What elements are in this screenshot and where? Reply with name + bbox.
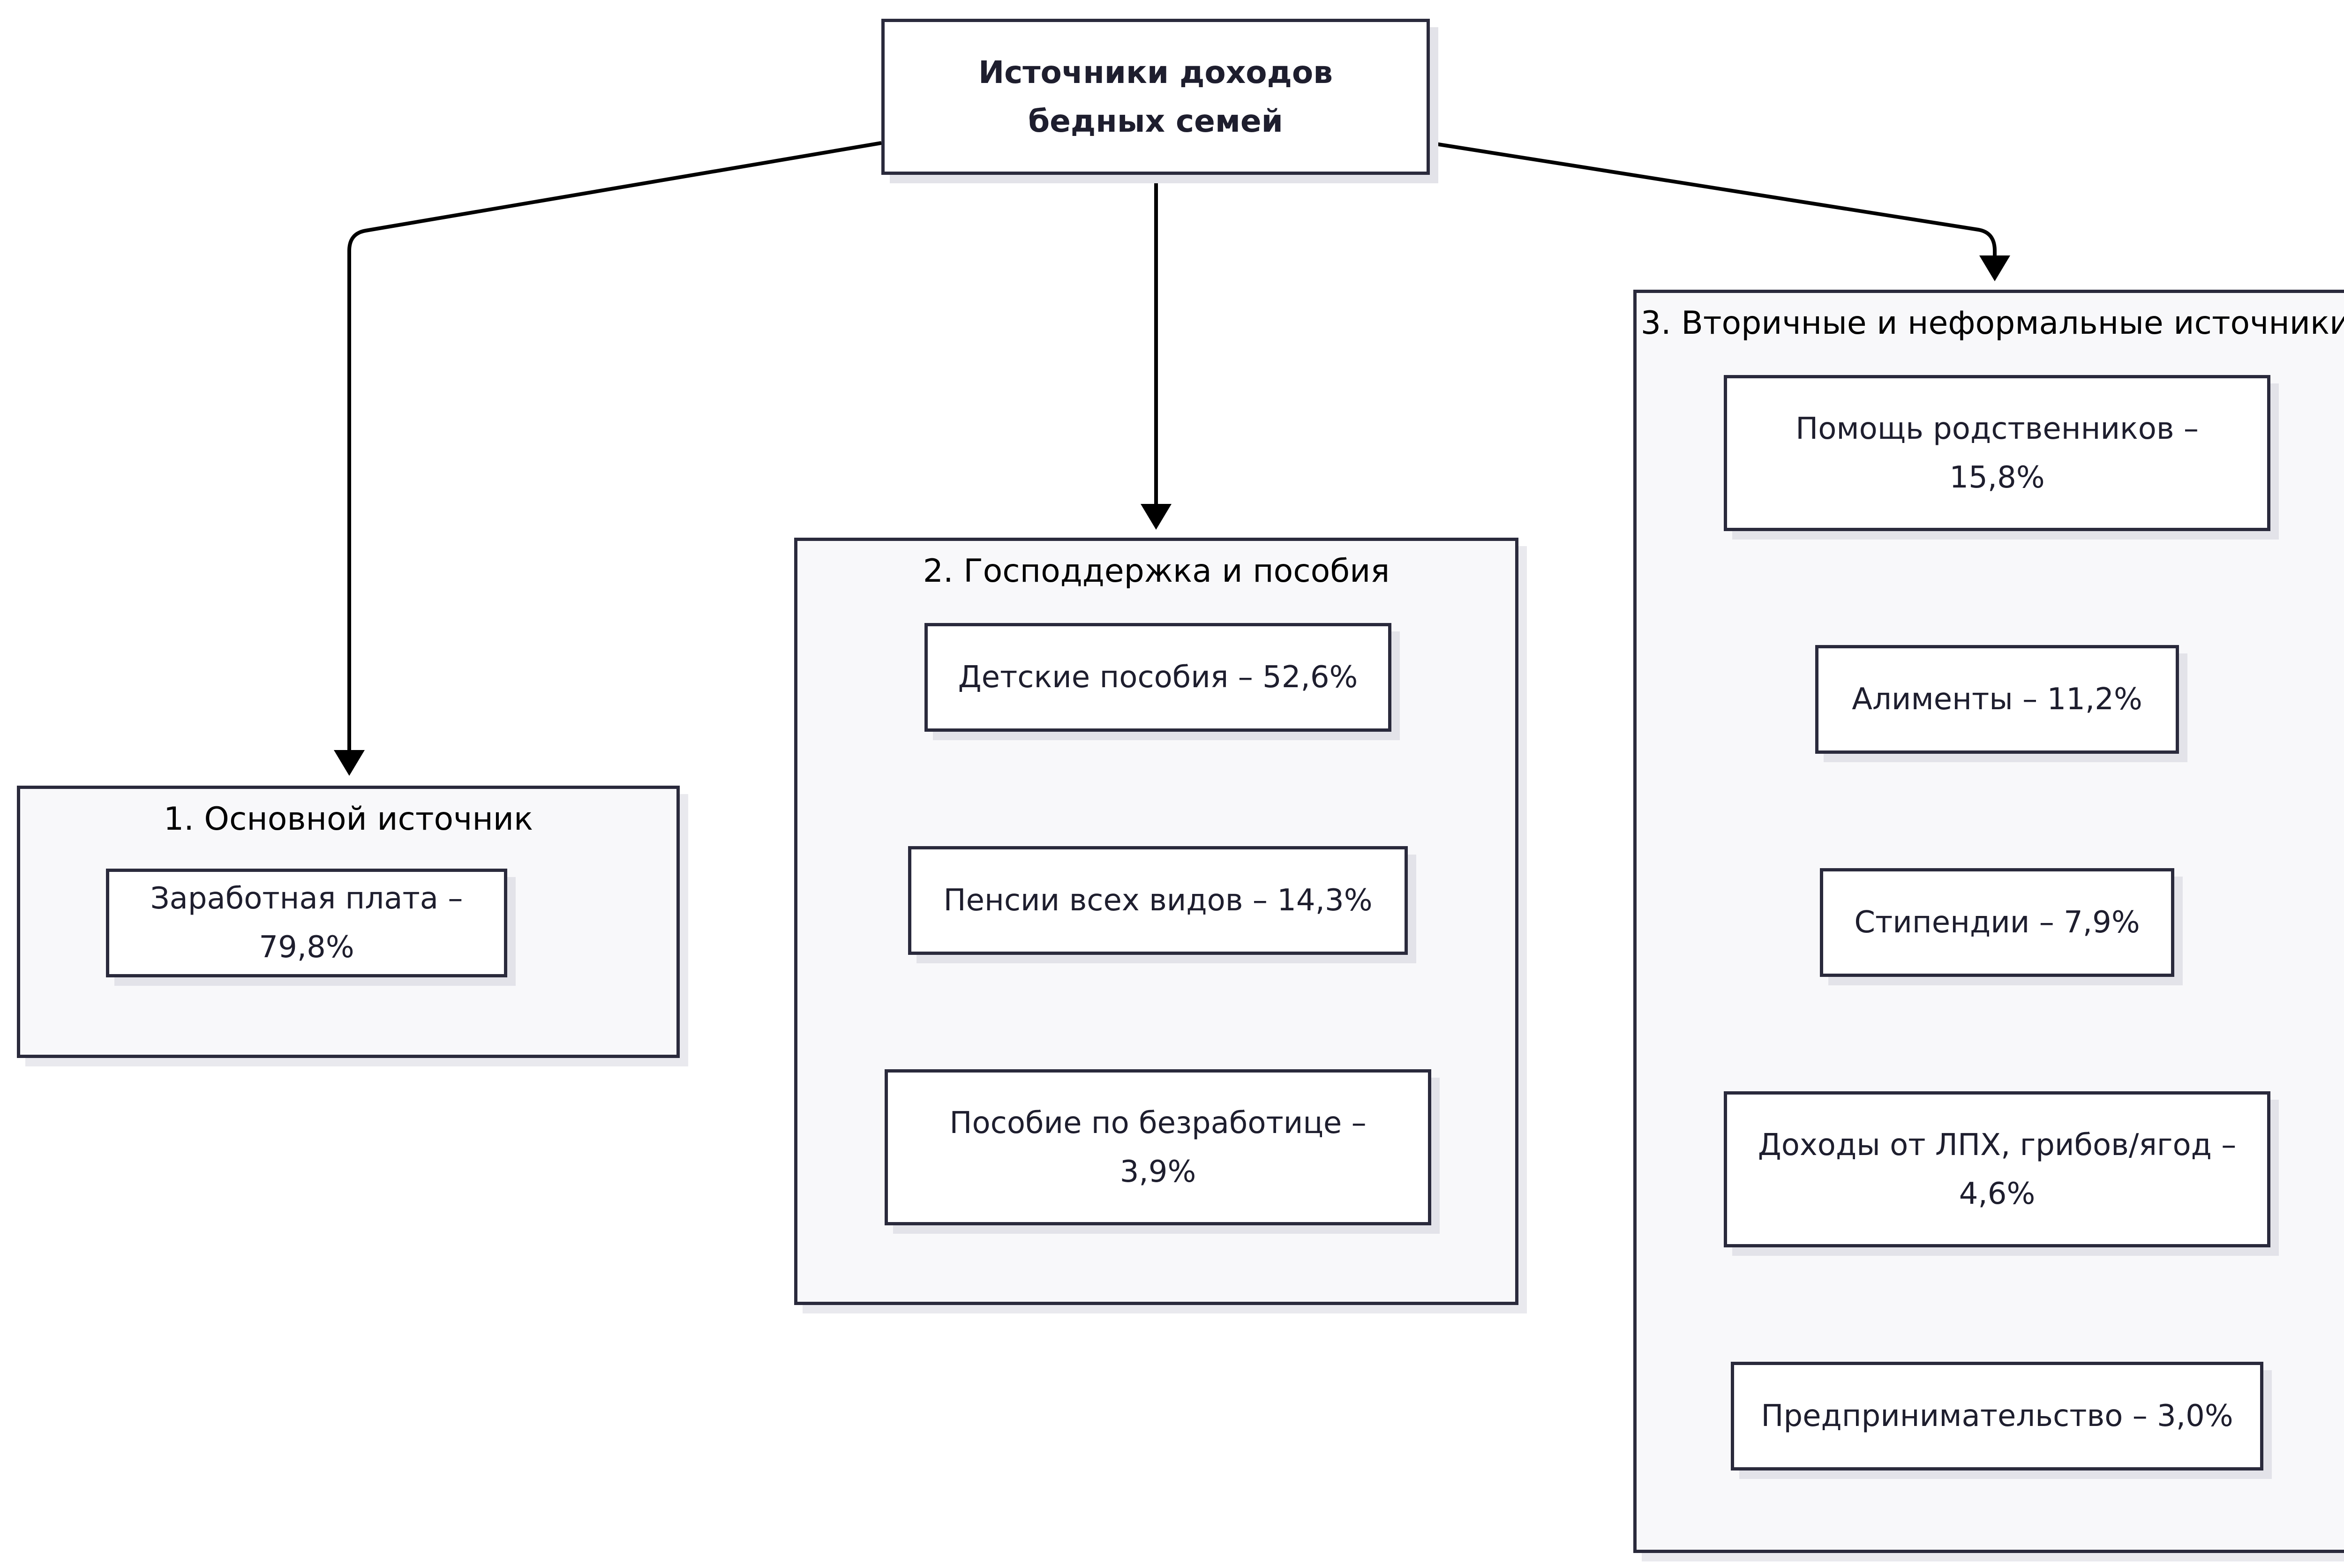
- group-title: 3. Вторичные и неформальные источники: [1640, 305, 2344, 342]
- income-item-wages: Заработная плата – 79,8%: [106, 869, 507, 977]
- root-label: Источники доходов бедных семей: [978, 54, 1333, 139]
- arrowhead-group-2: [1141, 504, 1172, 530]
- group-primary-source: 1. Основной источник Заработная плата – …: [17, 786, 680, 1058]
- arrowhead-group-1: [334, 750, 365, 776]
- income-item-label: Алименты – 11,2%: [1852, 682, 2142, 717]
- income-item-household-farming: Доходы от ЛПХ, грибов/ягод – 4,6%: [1724, 1091, 2270, 1247]
- arrowhead-group-3: [1979, 255, 2010, 281]
- income-item-entrepreneurship: Предпринимательство – 3,0%: [1731, 1362, 2263, 1470]
- edge-root-to-group-1: [347, 141, 882, 750]
- income-item-stipends: Стипендии – 7,9%: [1820, 868, 2174, 977]
- group-title: 1. Основной источник: [163, 801, 533, 838]
- income-item-label: Детские пособия – 52,6%: [958, 660, 1358, 695]
- income-item-label: Стипендии – 7,9%: [1854, 905, 2140, 940]
- income-item-label: Заработная плата – 79,8%: [150, 881, 463, 965]
- income-item-pensions: Пенсии всех видов – 14,3%: [908, 846, 1408, 955]
- income-item-alimony: Алименты – 11,2%: [1815, 645, 2179, 754]
- income-item-unemployment-benefit: Пособие по безработице – 3,9%: [885, 1069, 1431, 1225]
- income-item-label: Помощь родственников – 15,8%: [1796, 411, 2199, 495]
- income-item-label: Предпринимательство – 3,0%: [1761, 1399, 2233, 1433]
- group-state-support: 2. Господдержка и пособия Детские пособи…: [794, 538, 1518, 1305]
- edge-root-to-group-3: [1429, 141, 1997, 255]
- income-item-label: Пенсии всех видов – 14,3%: [943, 883, 1373, 918]
- group-secondary-informal: 3. Вторичные и неформальные источники По…: [1633, 290, 2344, 1553]
- income-item-child-benefits: Детские пособия – 52,6%: [924, 623, 1391, 732]
- income-item-relatives-help: Помощь родственников – 15,8%: [1724, 375, 2270, 531]
- root-node: Источники доходов бедных семей: [881, 19, 1430, 175]
- income-item-label: Доходы от ЛПХ, грибов/ягод – 4,6%: [1758, 1127, 2237, 1211]
- income-item-label: Пособие по безработице – 3,9%: [949, 1105, 1367, 1189]
- group-title: 2. Господдержка и пособия: [923, 553, 1390, 590]
